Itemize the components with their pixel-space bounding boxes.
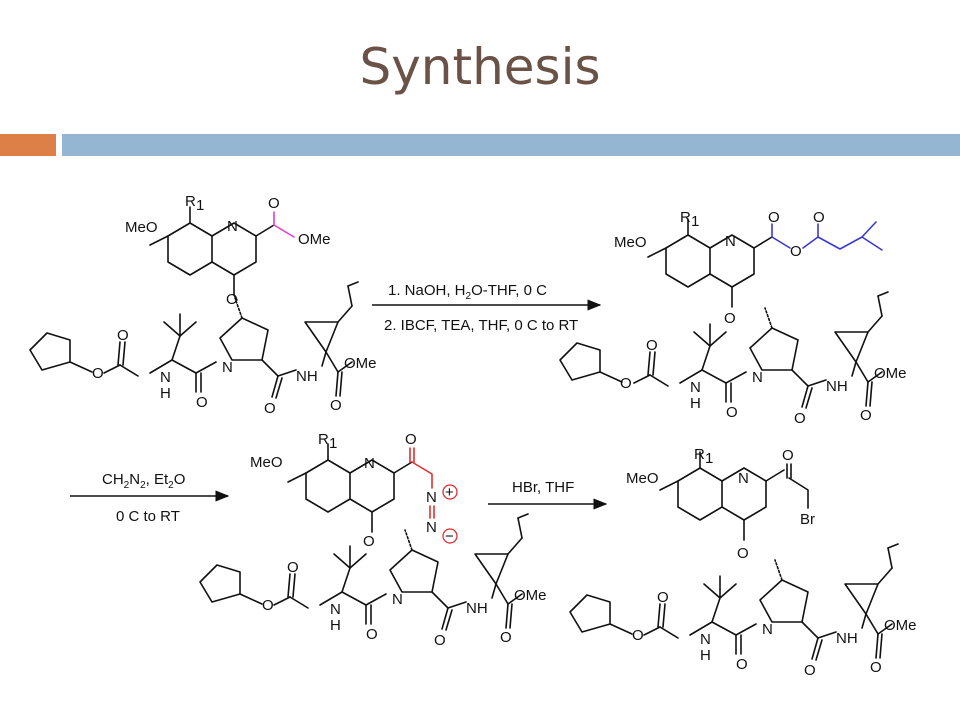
reaction-1-conditions-step-1: 1. NaOH, H2O-THF, 0 C xyxy=(388,282,547,302)
svg-text:O: O xyxy=(870,659,882,676)
svg-text:OMe: OMe xyxy=(344,355,377,372)
svg-text:NH: NH xyxy=(466,600,488,617)
molecule-1-methyl-ester: MeO R 1 N O O OMe O O N H O N O NH O OMe xyxy=(29,193,377,417)
svg-text:O: O xyxy=(768,209,780,226)
svg-text:O: O xyxy=(726,404,738,421)
svg-text:N: N xyxy=(392,591,403,608)
svg-text:O: O xyxy=(196,394,208,411)
reaction-3-conditions: HBr, THF xyxy=(512,479,574,496)
svg-text:N: N xyxy=(690,379,701,396)
svg-text:Br: Br xyxy=(800,511,815,528)
svg-text:1: 1 xyxy=(691,213,699,230)
svg-text:H: H xyxy=(330,617,341,634)
svg-text:O: O xyxy=(790,243,802,260)
svg-text:O: O xyxy=(405,431,417,448)
title-divider-bar xyxy=(62,134,960,156)
svg-text:N: N xyxy=(330,601,341,618)
molecule-2-mixed-anhydride: MeO R 1 N O O O O O O N H O N O NH O OMe xyxy=(559,209,907,427)
svg-text:O: O xyxy=(92,365,104,382)
svg-text:N: N xyxy=(426,519,437,536)
svg-text:O: O xyxy=(500,629,512,646)
svg-text:NH: NH xyxy=(836,630,858,647)
svg-text:OMe: OMe xyxy=(514,587,547,604)
svg-text:O: O xyxy=(287,559,299,576)
svg-text:R: R xyxy=(680,209,691,226)
svg-text:1: 1 xyxy=(329,435,337,452)
svg-text:OMe: OMe xyxy=(874,365,907,382)
svg-text:OMe: OMe xyxy=(884,617,917,634)
svg-text:NH: NH xyxy=(826,378,848,395)
svg-text:OMe: OMe xyxy=(298,231,331,248)
svg-text:O: O xyxy=(117,327,129,344)
molecule-3-diazoketone: MeO R 1 N O O N N + − O O N H O N O NH O… xyxy=(199,431,547,649)
svg-text:O: O xyxy=(736,656,748,673)
svg-text:N: N xyxy=(364,455,375,472)
svg-text:H: H xyxy=(690,395,701,412)
svg-text:MeO: MeO xyxy=(250,454,283,471)
svg-text:R: R xyxy=(694,446,705,463)
svg-text:O: O xyxy=(646,337,658,354)
page-title: Synthesis xyxy=(359,38,601,96)
reaction-1-conditions-step-2: 2. IBCF, TEA, THF, 0 C to RT xyxy=(384,317,578,334)
svg-text:−: − xyxy=(445,528,454,545)
svg-text:O: O xyxy=(226,291,238,308)
svg-text:O: O xyxy=(262,597,274,614)
svg-text:O: O xyxy=(794,410,806,427)
svg-text:O: O xyxy=(813,209,825,226)
svg-text:H: H xyxy=(700,647,711,664)
svg-text:N: N xyxy=(725,233,736,250)
reaction-2-conditions-reagents: CH2N2, Et2O xyxy=(102,471,185,491)
svg-text:N: N xyxy=(700,631,711,648)
molecule-4-bromomethyl-ketone: MeO R 1 N O O Br O O N H O N O NH O OMe xyxy=(569,446,917,679)
svg-text:O: O xyxy=(724,310,736,327)
svg-text:N: N xyxy=(227,218,238,235)
svg-text:1: 1 xyxy=(196,197,204,214)
svg-text:MeO: MeO xyxy=(614,234,647,251)
svg-text:H: H xyxy=(160,385,171,402)
svg-text:MeO: MeO xyxy=(125,219,158,236)
svg-text:NH: NH xyxy=(296,368,318,385)
svg-text:O: O xyxy=(620,375,632,392)
svg-text:+: + xyxy=(445,484,454,501)
svg-text:N: N xyxy=(762,621,773,638)
svg-text:O: O xyxy=(804,662,816,679)
title-accent-bar xyxy=(0,134,56,156)
svg-text:O: O xyxy=(657,589,669,606)
svg-text:O: O xyxy=(330,397,342,414)
svg-text:R: R xyxy=(318,431,329,448)
svg-text:MeO: MeO xyxy=(626,470,659,487)
svg-text:O: O xyxy=(737,545,749,562)
svg-text:O: O xyxy=(366,626,378,643)
svg-text:O: O xyxy=(434,632,446,649)
svg-text:N: N xyxy=(426,489,437,506)
svg-text:O: O xyxy=(860,407,872,424)
svg-text:O: O xyxy=(632,627,644,644)
svg-text:1: 1 xyxy=(705,450,713,467)
svg-text:N: N xyxy=(738,470,749,487)
svg-text:O: O xyxy=(268,195,280,212)
svg-text:O: O xyxy=(782,447,794,464)
svg-text:N: N xyxy=(752,369,763,386)
svg-text:O: O xyxy=(264,400,276,417)
svg-text:N: N xyxy=(160,369,171,386)
reaction-2-conditions-temperature: 0 C to RT xyxy=(116,508,180,525)
svg-text:O: O xyxy=(363,533,375,550)
svg-text:R: R xyxy=(185,193,196,210)
svg-text:N: N xyxy=(222,359,233,376)
